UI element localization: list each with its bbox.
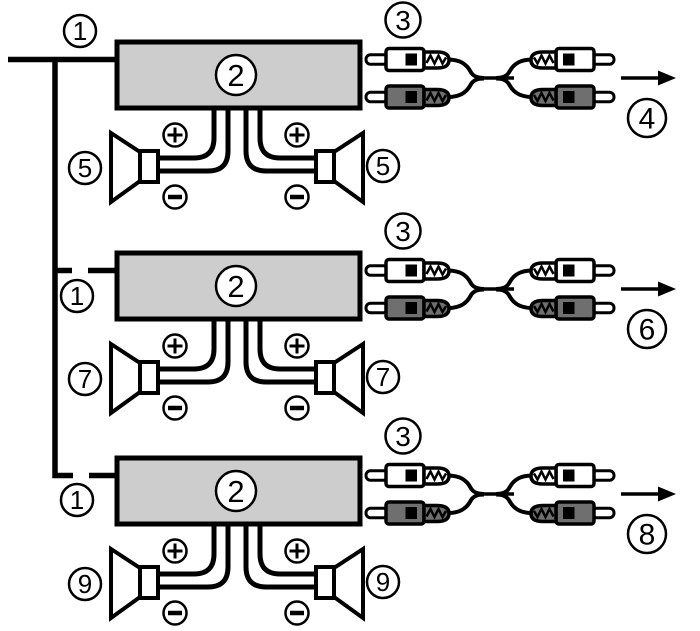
speaker-left-callout: 9	[67, 566, 103, 602]
callout-label: 6	[639, 314, 656, 347]
speaker-left-callout: 5	[67, 150, 103, 186]
rca-callout: 3	[384, 1, 422, 39]
rca-cable-assembly	[366, 465, 676, 525]
callout-label: 9	[78, 569, 92, 599]
callout-label: 1	[70, 281, 84, 311]
power-lead-callout: 1	[59, 278, 95, 314]
callout-label: 2	[227, 269, 244, 304]
rca-cable-assembly	[366, 49, 676, 109]
speaker-left-callout: 7	[67, 361, 103, 397]
amplifier-callout: 2	[214, 53, 258, 97]
rca-callout: 3	[384, 212, 422, 250]
callout-label: 9	[376, 567, 390, 597]
callout-label: 2	[227, 58, 244, 93]
output-callout: 8	[626, 513, 668, 555]
speaker-right-callout: 7	[365, 359, 401, 395]
callout-label: 5	[78, 153, 92, 183]
callout-label: 2	[227, 474, 244, 509]
amplifier-row-1: 1 2 3 5 5 4	[8, 1, 676, 209]
amplifier-callout: 2	[214, 264, 258, 308]
rca-callout: 3	[384, 417, 422, 455]
callout-label: 5	[376, 151, 390, 181]
amplifier-callout: 2	[214, 469, 258, 513]
callout-label: 7	[78, 364, 92, 394]
callout-label: 1	[73, 16, 87, 46]
output-callout: 6	[626, 308, 668, 350]
power-lead-callout: 1	[59, 482, 95, 518]
callout-label: 3	[395, 216, 411, 247]
rca-cable-assembly	[366, 260, 676, 320]
callout-label: 1	[70, 485, 84, 515]
callout-label: 4	[639, 103, 656, 136]
amplifier-row-3: 1 2 3 9 9 8	[59, 417, 676, 625]
output-callout: 4	[626, 97, 668, 139]
amplifier-row-2: 1 2 3 7 7 6	[55, 212, 676, 420]
speaker-right-callout: 9	[365, 564, 401, 600]
speaker-right-callout: 5	[365, 148, 401, 184]
callout-label: 3	[395, 421, 411, 452]
power-lead-callout: 1	[62, 13, 98, 49]
callout-label: 8	[639, 519, 656, 552]
callout-label: 3	[395, 5, 411, 36]
callout-label: 7	[376, 362, 390, 392]
power-trunk-line	[52, 59, 73, 479]
